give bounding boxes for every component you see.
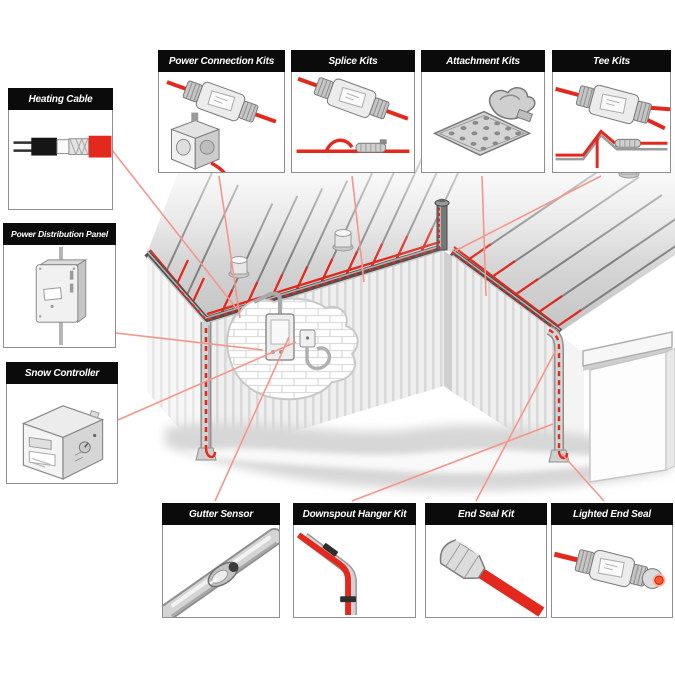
leader-power-distribution-panel [115, 332, 264, 351]
callout-power-distribution-panel-label: Power Distribution Panel [11, 229, 108, 239]
left-gable-wall [147, 257, 206, 458]
leader-tee-kits [454, 175, 602, 252]
leader-lines [111, 149, 605, 502]
leader-power-connection-kits [218, 175, 241, 319]
snow-streak [180, 448, 660, 474]
doorway [582, 331, 675, 483]
callout-power-distribution-panel-header: Power Distribution Panel [3, 223, 116, 245]
callout-splice-kits-header: Splice Kits [291, 50, 415, 72]
callout-power-distribution-panel: Power Distribution Panel [3, 223, 116, 348]
downspout-hanger-kit-illustration [296, 532, 357, 616]
callout-heating-cable-header: Heating Cable [8, 88, 113, 110]
callout-lighted-end-seal-header: Lighted End Seal [551, 503, 673, 525]
callout-tee-kits-label: Tee Kits [593, 55, 630, 67]
callout-heating-cable: Heating Cable [8, 88, 113, 210]
callout-gutter-sensor-header: Gutter Sensor [162, 503, 280, 525]
end-seal-kit-illustration [439, 539, 545, 617]
callout-downspout-hanger-kit-label: Downspout Hanger Kit [302, 508, 407, 520]
callout-gutter-sensor: Gutter Sensor [162, 503, 280, 618]
callout-attachment-kits-label: Attachment Kits [446, 55, 520, 67]
inner-corner [444, 251, 452, 392]
callout-lighted-end-seal: Lighted End Seal [551, 503, 673, 618]
leader-heating-cable [111, 149, 237, 309]
right-wall [452, 256, 562, 464]
callout-tee-kits: Tee Kits [552, 50, 671, 173]
conduit [253, 291, 282, 314]
callout-attachment-kits-header: Attachment Kits [421, 50, 545, 72]
gutter-sensor-illustration [163, 527, 279, 617]
callout-splice-kits-label: Splice Kits [328, 55, 378, 67]
heating-cable-fascia-dashes [175, 245, 561, 333]
callout-tee-kits-header: Tee Kits [552, 50, 671, 72]
callout-heating-cable-label: Heating Cable [28, 93, 93, 105]
leader-splice-kits [351, 175, 365, 283]
cable-drip [204, 447, 217, 459]
callout-power-connection-kits-header: Power Connection Kits [158, 50, 285, 72]
callout-snow-controller-label: Snow Controller [24, 367, 100, 379]
callout-end-seal-kit-label: End Seal Kit [458, 508, 514, 520]
junction-box-icon [170, 112, 226, 172]
callout-attachment-kits: Attachment Kits [421, 50, 545, 173]
callout-power-connection-kits: Power Connection Kits [158, 50, 285, 173]
callout-power-connection-kits-label: Power Connection Kits [168, 55, 275, 67]
callout-gutter-sensor-label: Gutter Sensor [188, 508, 254, 520]
vent-pipe [434, 198, 450, 251]
callout-snow-controller-header: Snow Controller [6, 362, 118, 384]
callout-downspout-hanger-kit-header: Downspout Hanger Kit [293, 503, 416, 525]
tee-kits-illustration [555, 84, 670, 169]
heating-cable-illustration [13, 135, 112, 158]
roof-vent [332, 229, 354, 252]
outlet [299, 329, 316, 348]
leader-lighted-end-seal [561, 453, 605, 502]
leader-gutter-sensor [214, 336, 290, 502]
callout-lighted-end-seal-label: Lighted End Seal [573, 508, 651, 520]
callout-snow-controller: Snow Controller [6, 362, 118, 484]
power-connection-kits-illustration [166, 80, 277, 172]
attachment-kits-illustration [432, 87, 536, 156]
downspout-right [546, 325, 570, 463]
lighted-end-seal-illustration [553, 549, 666, 589]
power-distribution-panel-illustration [35, 246, 88, 346]
junction-box [265, 313, 295, 361]
callout-end-seal-kit: End Seal Kit [425, 503, 547, 618]
conduit-loop [305, 346, 332, 371]
leader-downspout-hanger-kit [351, 423, 554, 502]
callout-downspout-hanger-kit: Downspout Hanger Kit [293, 503, 416, 618]
callout-splice-kits: Splice Kits [291, 50, 415, 173]
callout-end-seal-kit-header: End Seal Kit [425, 503, 547, 525]
splice-kits-illustration [296, 76, 410, 153]
leader-end-seal-kit [475, 349, 557, 502]
snow-controller-illustration [21, 405, 105, 481]
cable-drip [557, 450, 569, 460]
leader-snow-controller [117, 341, 297, 421]
